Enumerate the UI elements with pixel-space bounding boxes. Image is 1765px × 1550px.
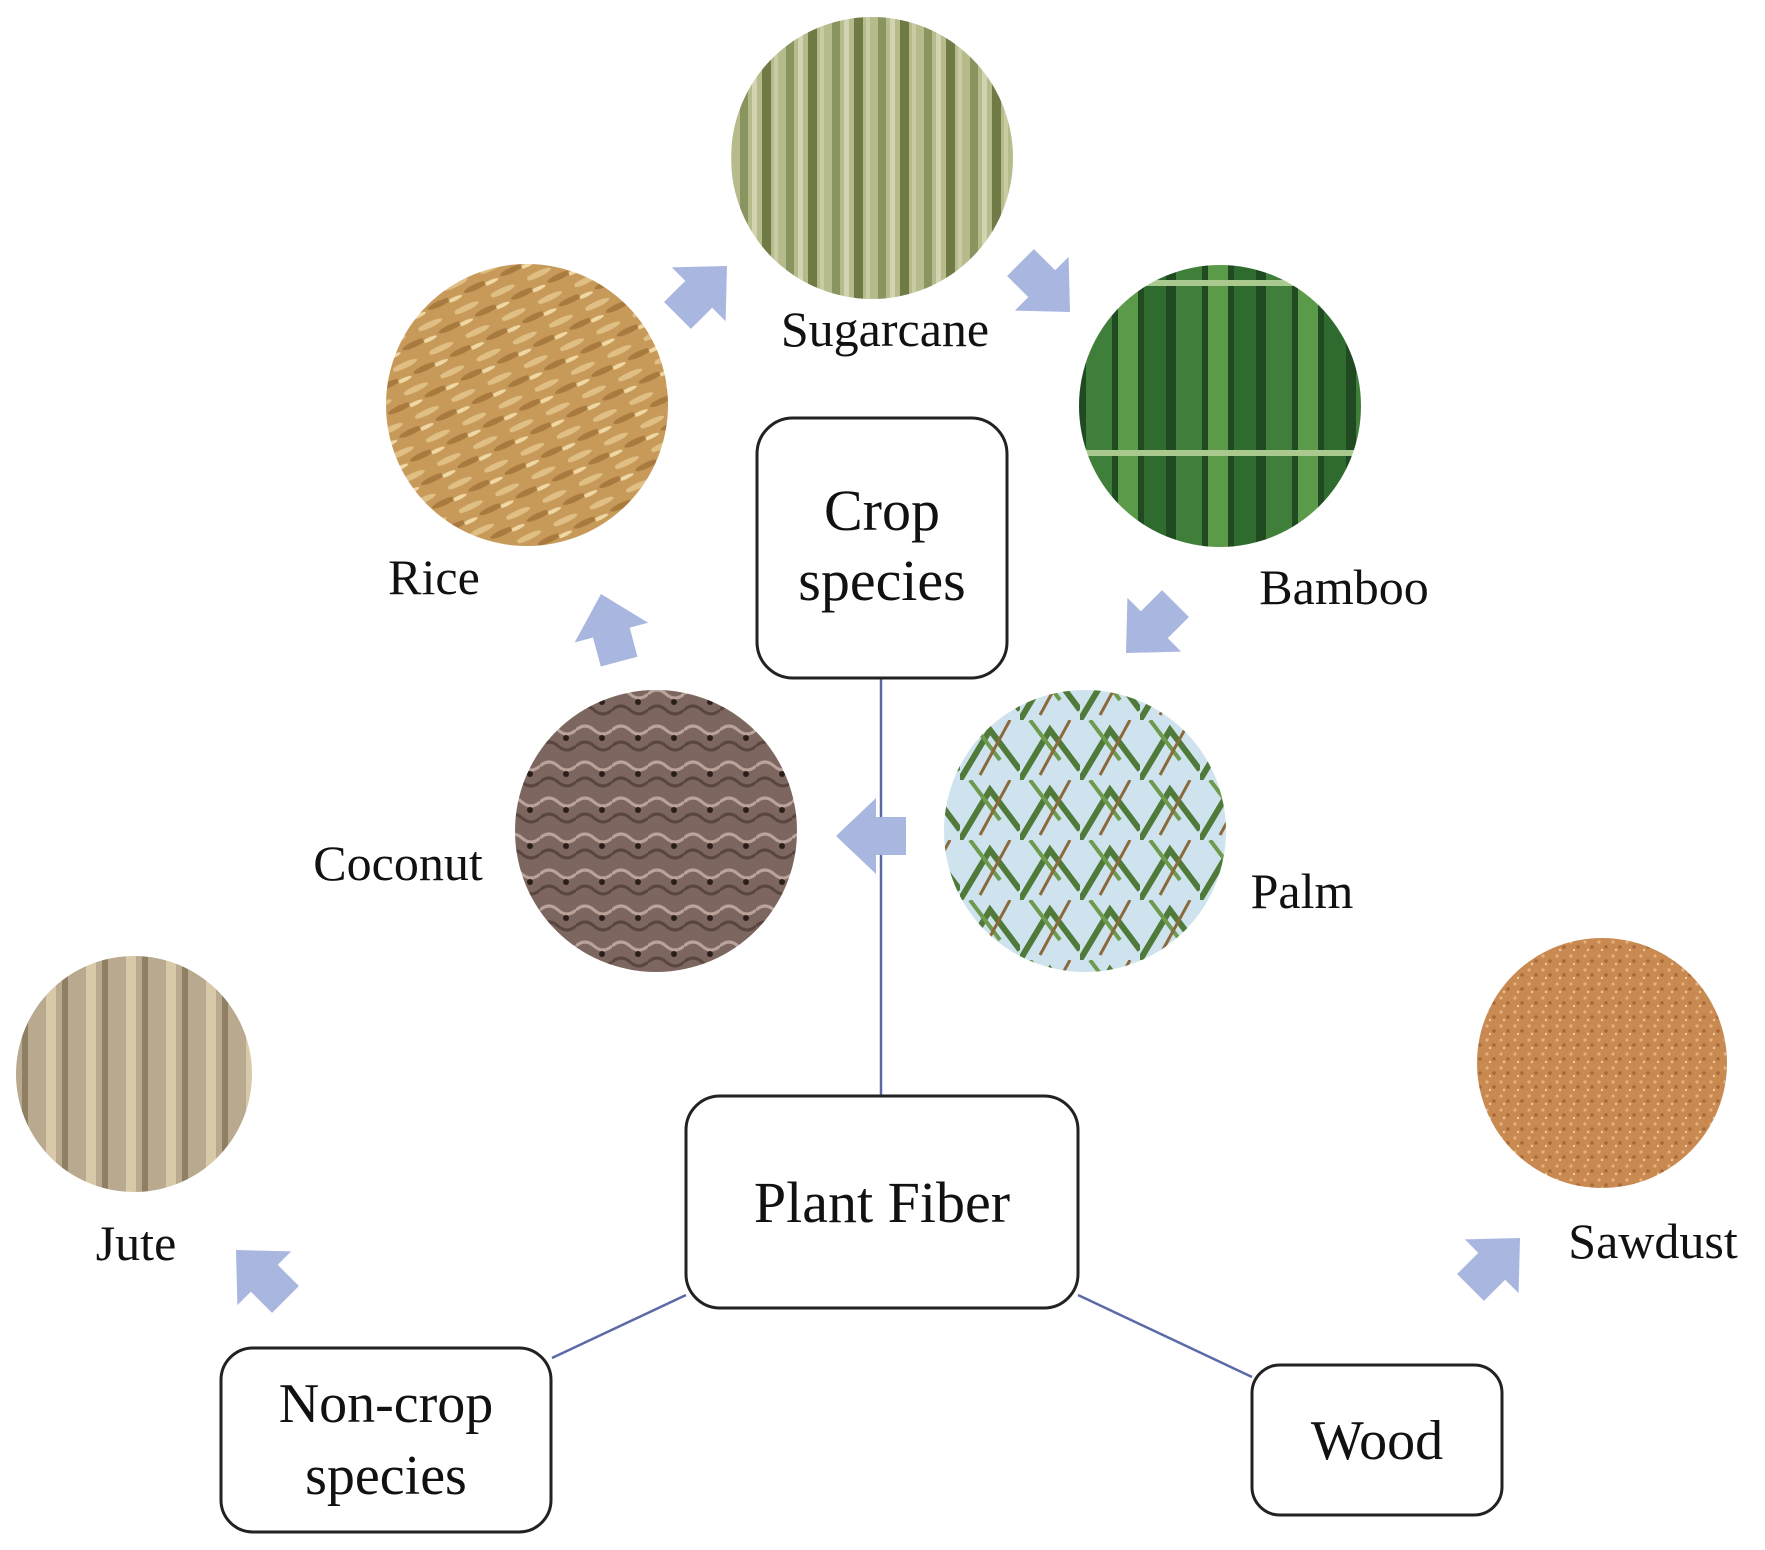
crop-species-label-line1: Crop [824, 478, 940, 543]
arrow-coconut-to-rice [564, 584, 656, 672]
jute-label: Jute [96, 1215, 177, 1271]
arrow-palm-to-coconut [836, 798, 906, 874]
crop-species-label-line2: species [798, 548, 966, 613]
coconut-label: Coconut [313, 835, 483, 891]
sawdust-photo [1477, 938, 1727, 1188]
connector-noncrop [551, 1293, 687, 1360]
bamboo-photo [1079, 265, 1361, 547]
rice-label: Rice [388, 549, 480, 605]
arrow-noncrop-to-jute [209, 1223, 313, 1327]
wood-box [1250, 1363, 1504, 1517]
wood-label: Wood [1311, 1410, 1443, 1472]
sugarcane-label: Sugarcane [781, 301, 989, 357]
noncrop-species-box [219, 1346, 553, 1534]
bamboo-label: Bamboo [1259, 559, 1428, 615]
sawdust-label: Sawdust [1568, 1213, 1738, 1269]
plant-fiber-label: Plant Fiber [754, 1170, 1010, 1235]
arrow-wood-to-sawdust [1443, 1211, 1547, 1315]
connector-wood [1077, 1293, 1253, 1379]
noncrop-species-label-line1: Non-crop [279, 1373, 494, 1435]
arrow-rice-to-sugarcane [650, 239, 754, 343]
crop-species-box [755, 416, 1009, 680]
sugarcane-photo [731, 17, 1013, 299]
plant-fiber-box [684, 1094, 1080, 1310]
palm-label: Palm [1251, 863, 1354, 919]
coconut-photo [515, 690, 797, 972]
jute-photo [16, 956, 252, 1192]
noncrop-species-label-line2: species [305, 1445, 467, 1507]
palm-photo [944, 690, 1226, 972]
arrow-sugarcane-to-bamboo [993, 235, 1097, 339]
rice-photo [386, 264, 668, 546]
arrow-bamboo-to-palm [1099, 576, 1203, 680]
